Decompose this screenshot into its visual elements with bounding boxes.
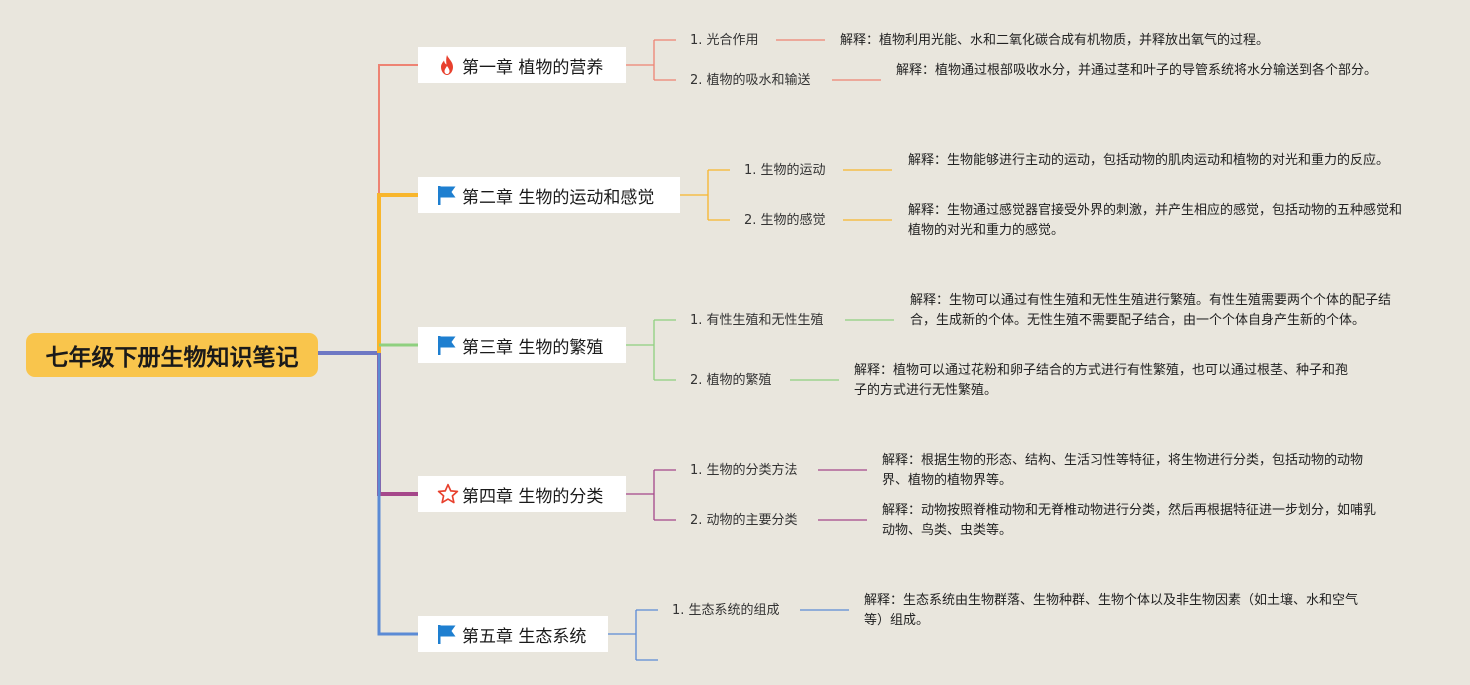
chapter-2-title: 第二章 生物的运动和感觉 [462,187,655,208]
chapter-2-topic-2[interactable]: 2. 生物的感觉 [744,213,826,228]
chapter-1-node[interactable]: 第一章 植物的营养 [418,47,626,83]
chapter-4-topic-1-note: 解释：根据生物的形态、结构、生活习性等特征，将生物进行分类，包括动物的动物界、植… [882,453,1364,488]
branch-ch2 [680,169,892,221]
chapter-1-topic-2-note: 解释：植物通过根部吸收水分，并通过茎和叶子的导管系统将水分输送到各个部分。 [896,63,1378,78]
flag-icon [436,184,458,206]
chapter-5-title: 第五章 生态系统 [462,626,587,647]
flag-icon [436,334,458,356]
chapter-5-topic-1-note: 解释：生态系统由生物群落、生物种群、生物个体以及非生物因素（如土壤、水和空气等）… [864,593,1359,628]
chapter-4-topic-2-note: 解释：动物按照脊椎动物和无脊椎动物进行分类，然后再根据特征进一步划分，如哺乳动物… [882,503,1377,538]
branch-ch4 [626,469,867,521]
branch-ch3 [626,319,894,381]
chapter-1-topic-1-note: 解释：植物利用光能、水和二氧化碳合成有机物质，并释放出氧气的过程。 [840,33,1270,48]
chapter-5-node[interactable]: 第五章 生态系统 [418,616,608,652]
chapter-2-topic-2-note: 解释：生物通过感觉器官接受外界的刺激，并产生相应的感觉，包括动物的五种感觉和植物… [908,203,1403,238]
chapter-3-title: 第三章 生物的繁殖 [462,337,604,358]
chapter-1-title: 第一章 植物的营养 [462,57,604,78]
fire-icon [436,54,458,76]
chapter-4-topic-1[interactable]: 1. 生物的分类方法 [690,463,798,478]
trunk-ch2 [377,193,418,353]
chapter-3-topic-1[interactable]: 1. 有性生殖和无性生殖 [690,313,824,328]
chapter-5-topic-1[interactable]: 1. 生态系统的组成 [672,603,780,618]
trunk-ch1 [378,64,418,353]
branch-ch1 [626,39,881,81]
chapter-3-topic-2[interactable]: 2. 植物的繁殖 [690,373,772,388]
flag-icon [436,623,458,645]
chapter-4-node[interactable]: 第四章 生物的分类 [418,476,626,512]
star-icon [436,483,459,505]
chapter-2-topic-1[interactable]: 1. 生物的运动 [744,163,826,178]
chapter-3-topic-2-note: 解释：植物可以通过花粉和卵子结合的方式进行有性繁殖，也可以通过根茎、种子和孢子的… [854,363,1349,398]
trunk-ch5 [377,353,418,636]
branch-ch5 [608,609,849,661]
chapter-2-topic-1-note: 解释：生物能够进行主动的运动，包括动物的肌肉运动和植物的对光和重力的反应。 [908,153,1390,168]
trunk-ch4 [377,353,418,496]
central-topic[interactable]: 七年级下册生物知识笔记 [26,333,318,377]
chapter-3-topic-1-note: 解释：生物可以通过有性生殖和无性生殖进行繁殖。有性生殖需要两个个体的配子结合，生… [910,293,1392,328]
chapter-3-node[interactable]: 第三章 生物的繁殖 [418,327,626,363]
chapter-2-node[interactable]: 第二章 生物的运动和感觉 [418,177,680,213]
chapter-1-topic-2[interactable]: 2. 植物的吸水和输送 [690,73,811,88]
chapter-4-topic-2[interactable]: 2. 动物的主要分类 [690,513,798,528]
chapter-1-topic-1[interactable]: 1. 光合作用 [690,33,759,48]
chapter-4-title: 第四章 生物的分类 [462,486,604,507]
